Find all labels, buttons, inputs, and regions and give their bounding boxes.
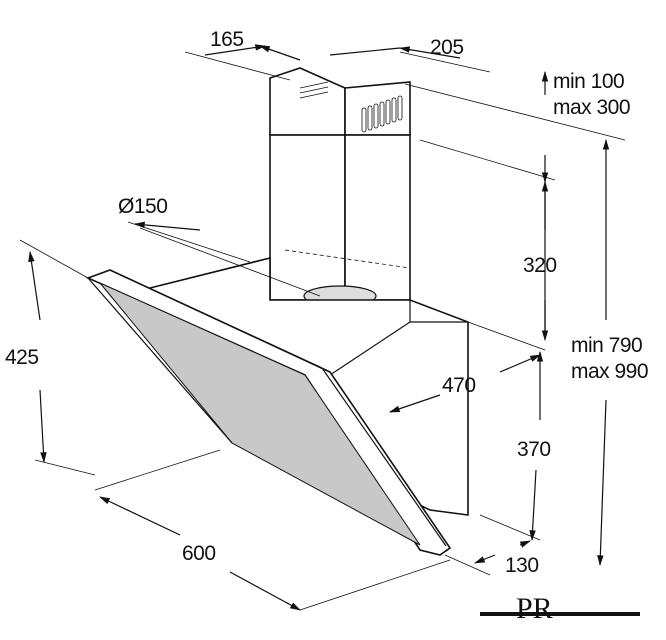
dim-470-label: 470 — [442, 374, 476, 397]
dim-600-label: 600 — [182, 542, 216, 565]
glass-panel — [85, 269, 452, 556]
dim-body-height — [479, 350, 544, 542]
dim-320-label: 320 — [523, 254, 557, 277]
dim-width — [94, 449, 451, 611]
dim-min790-label: min 790 — [571, 334, 642, 357]
brand-logo: PR — [480, 592, 640, 625]
dim-diameter-label: Ø150 — [118, 195, 167, 218]
dim-425-label: 425 — [5, 346, 39, 369]
dim-base-depth — [444, 540, 532, 576]
dim-130-label: 130 — [505, 554, 539, 577]
dim-glass-height — [19, 239, 96, 476]
vent-slots-left — [299, 81, 329, 99]
dim-370-label: 370 — [517, 438, 551, 461]
dim-max300-label: max 300 — [553, 96, 630, 119]
dim-min100-label: min 100 — [553, 70, 624, 93]
vent-slots-right — [361, 95, 403, 133]
dim-max990-label: max 990 — [571, 360, 648, 383]
dim-165-label: 165 — [210, 28, 244, 51]
chimney — [269, 67, 411, 307]
dim-duct-diameter — [127, 221, 321, 297]
dim-body-depth — [388, 321, 546, 413]
dim-total-height — [597, 138, 610, 567]
dim-chimney-top — [184, 44, 626, 181]
svg-text:PR: PR — [516, 592, 553, 625]
dim-205-label: 205 — [430, 36, 464, 59]
